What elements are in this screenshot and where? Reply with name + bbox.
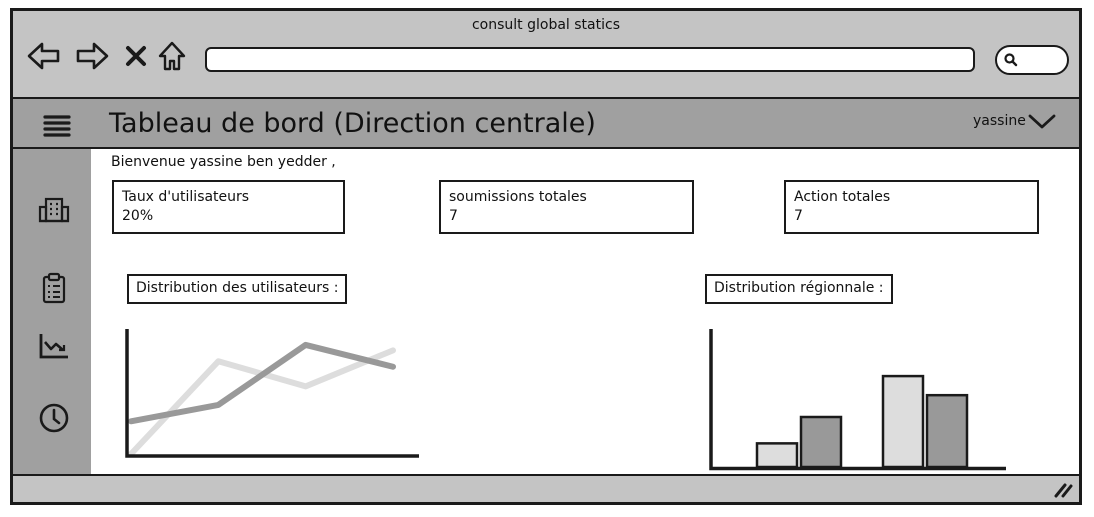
line-chart-icon xyxy=(39,334,68,359)
close-icon xyxy=(126,46,146,66)
clock-icon xyxy=(39,403,69,433)
app-header: Tableau de bord (Direction centrale) yas… xyxy=(13,99,1079,149)
window-title: consult global statics xyxy=(471,17,620,33)
stat-card-user-rate: Taux d'utilisateurs 20% xyxy=(112,180,345,234)
bar-A-series-2 xyxy=(799,415,843,469)
stop-button[interactable] xyxy=(119,39,153,73)
stat-value: 7 xyxy=(794,208,803,224)
hamburger-menu-icon xyxy=(43,115,71,137)
building-icon xyxy=(38,197,70,223)
stat-card-submissions: soumissions totales 7 xyxy=(439,180,694,234)
regional-distribution-label: Distribution régionnale : xyxy=(705,274,893,304)
browser-window: consult global statics xyxy=(10,8,1082,505)
stat-value: 20% xyxy=(122,208,154,224)
sidebar-item-statistics[interactable] xyxy=(37,329,71,363)
stat-label: Action totales xyxy=(794,189,891,205)
home-button[interactable] xyxy=(155,39,189,73)
arrow-left-icon xyxy=(27,42,60,70)
stat-card-actions: Action totales 7 xyxy=(784,180,1039,234)
user-name: yassine xyxy=(973,113,1026,129)
address-bar-input[interactable] xyxy=(205,47,975,72)
bar-A-series-1 xyxy=(755,442,799,469)
line-chart-axes xyxy=(125,329,419,458)
bar-B-series-1 xyxy=(881,374,925,469)
search-icon xyxy=(1004,53,1018,67)
stat-label: soumissions totales xyxy=(449,189,587,205)
stat-label: Taux d'utilisateurs xyxy=(122,189,250,205)
stat-value: 7 xyxy=(449,208,458,224)
bar-chart-axes xyxy=(709,329,1006,471)
sidebar-item-submissions[interactable] xyxy=(37,271,71,305)
clipboard-list-icon xyxy=(42,272,66,304)
browser-toolbar: consult global statics xyxy=(13,11,1079,99)
sidebar xyxy=(13,149,91,474)
regional-distribution-chart xyxy=(709,329,1006,471)
menu-button[interactable] xyxy=(39,109,75,143)
welcome-message: Bienvenue yassine ben yedder , xyxy=(111,154,336,170)
sidebar-item-history[interactable] xyxy=(37,401,71,435)
resize-grip-icon[interactable] xyxy=(1053,480,1073,498)
dashboard-content: Bienvenue yassine ben yedder , Taux d'ut… xyxy=(91,149,1079,474)
user-distribution-label: Distribution des utilisateurs : xyxy=(127,274,348,304)
user-menu[interactable]: yassine xyxy=(973,111,1056,131)
status-bar xyxy=(13,474,1079,502)
back-button[interactable] xyxy=(27,39,61,73)
home-icon xyxy=(158,41,186,71)
chevron-down-icon xyxy=(1028,114,1056,129)
search-button[interactable] xyxy=(995,45,1069,75)
line-series-2 xyxy=(128,347,396,457)
page-title: Tableau de bord (Direction centrale) xyxy=(109,108,596,139)
forward-button[interactable] xyxy=(75,39,109,73)
bar-B-series-2 xyxy=(925,393,969,469)
sidebar-item-organisations[interactable] xyxy=(37,193,71,227)
line-series-1 xyxy=(128,341,396,425)
arrow-right-icon xyxy=(76,42,109,70)
user-distribution-chart xyxy=(125,329,419,458)
